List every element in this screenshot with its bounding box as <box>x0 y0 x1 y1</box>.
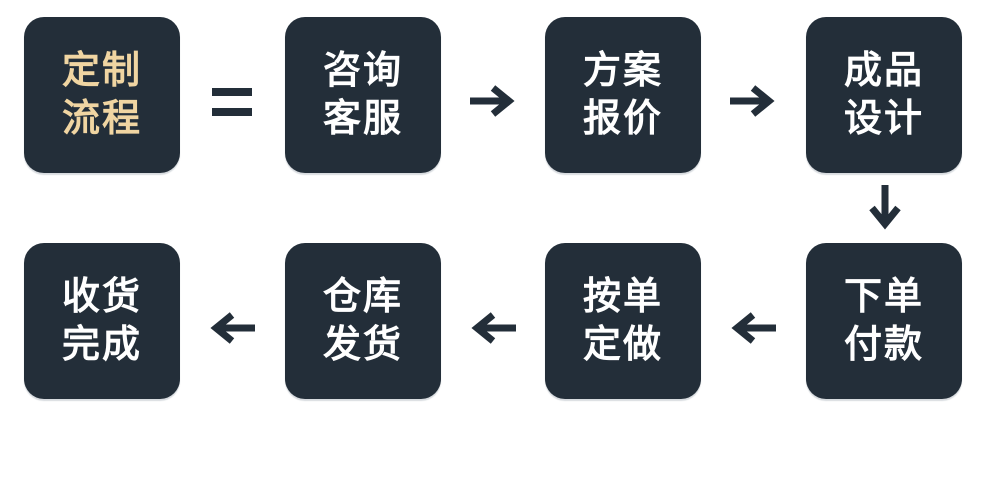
flow-step-plan-quotation: 方案报价 <box>545 17 701 173</box>
label-line1: 方案 <box>582 50 663 92</box>
flow-step-made-to-order: 按单定做 <box>545 243 701 399</box>
flow-step-label: 方案报价 <box>583 47 663 143</box>
label-line2: 设计 <box>843 98 924 140</box>
label-line2: 报价 <box>582 98 663 140</box>
label-line1: 仓库 <box>322 276 403 318</box>
label-line1: 收货 <box>61 276 142 318</box>
flow-step-label: 仓库发货 <box>323 273 403 369</box>
label-line2: 付款 <box>843 324 924 366</box>
flow-step-receipt-complete: 收货完成 <box>24 243 180 399</box>
arrow-left-icon <box>730 311 776 345</box>
arrow-right-icon <box>470 84 516 118</box>
label-line2: 定做 <box>582 324 663 366</box>
label-line1: 咨询 <box>322 50 403 92</box>
arrow-right-icon <box>730 84 776 118</box>
flow-step-label: 按单定做 <box>583 273 663 369</box>
flow-step-consult-customer-service: 咨询客服 <box>285 17 441 173</box>
label-line1: 按单 <box>582 276 663 318</box>
label-line1: 定制 <box>61 50 142 92</box>
flow-step-order-and-pay: 下单付款 <box>806 243 962 399</box>
flow-step-label: 定制流程 <box>62 47 142 143</box>
label-line2: 客服 <box>322 98 403 140</box>
label-line2: 完成 <box>61 324 142 366</box>
flow-step-warehouse-shipping: 仓库发货 <box>285 243 441 399</box>
label-line2: 流程 <box>61 98 142 140</box>
arrow-left-icon <box>470 311 516 345</box>
arrow-down-icon <box>868 185 902 231</box>
equals-icon <box>212 88 252 116</box>
flow-step-label: 成品设计 <box>844 47 924 143</box>
label-line1: 成品 <box>843 50 924 92</box>
label-line2: 发货 <box>322 324 403 366</box>
flow-step-label: 咨询客服 <box>323 47 403 143</box>
flow-step-custom-process-title: 定制流程 <box>24 17 180 173</box>
flow-step-label: 收货完成 <box>62 273 142 369</box>
flow-step-label: 下单付款 <box>844 273 924 369</box>
flow-step-finished-product-design: 成品设计 <box>806 17 962 173</box>
arrow-left-icon <box>209 311 255 345</box>
label-line1: 下单 <box>843 276 924 318</box>
